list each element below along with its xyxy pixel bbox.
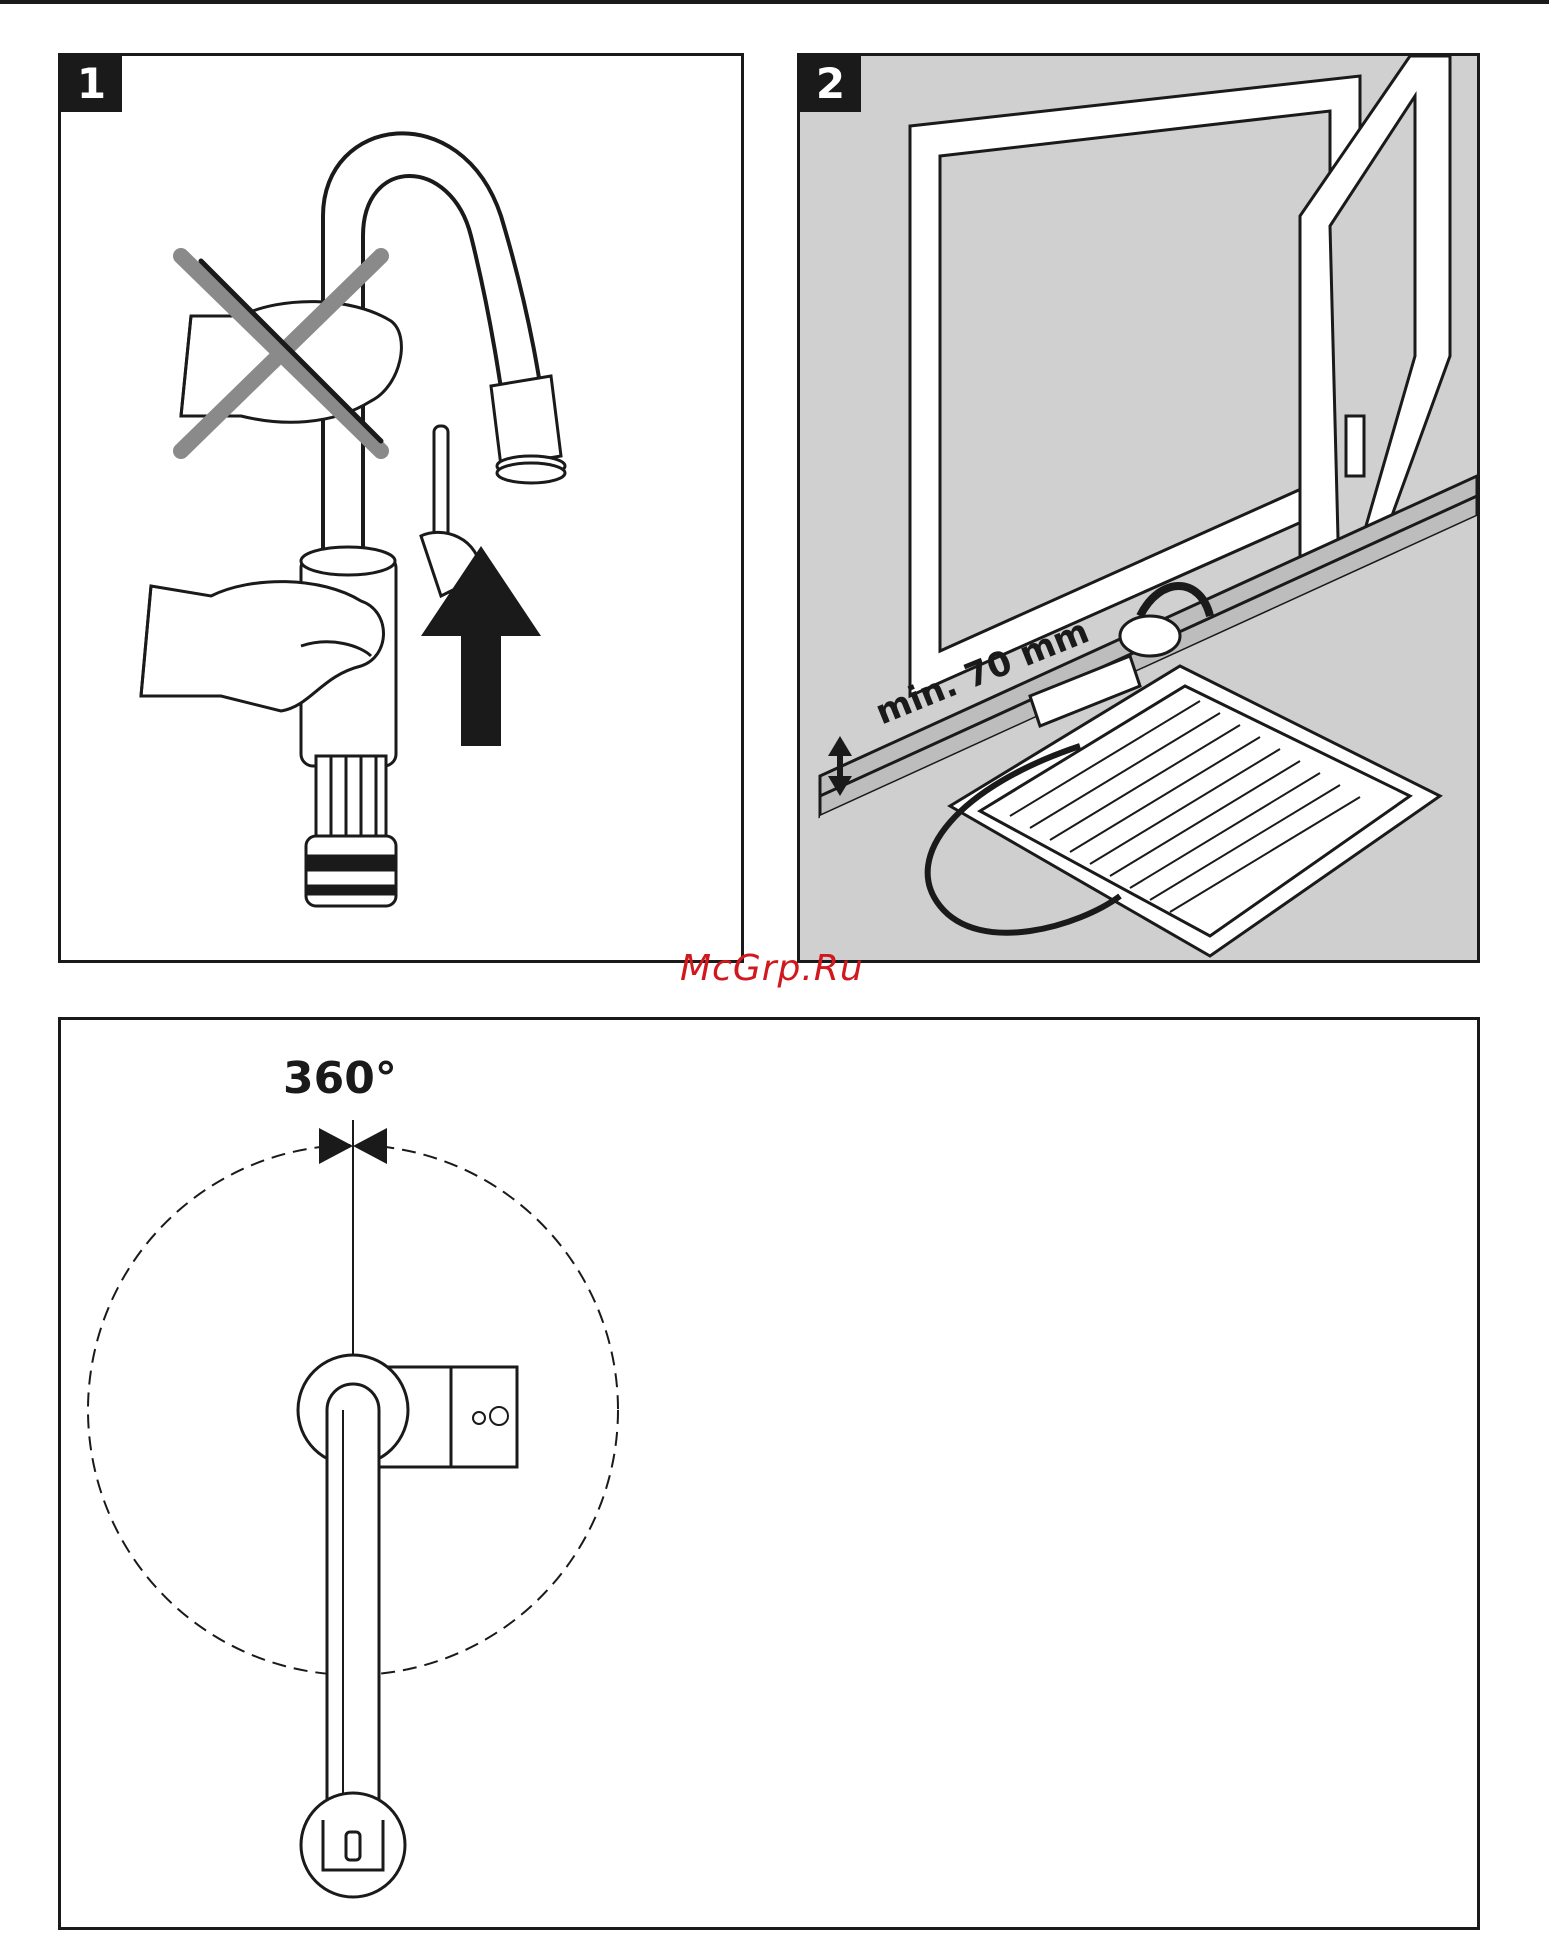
faucet-rotation-top-view (61, 1020, 1477, 1927)
step-number-badge: 2 (800, 56, 861, 112)
spout-top-view (327, 1384, 379, 1820)
watermark: McGrp.Ru (680, 948, 864, 989)
step-number-badge: 1 (61, 56, 122, 112)
step-1-panel: 1 (58, 53, 744, 963)
rotation-panel: 360° (58, 1017, 1480, 1930)
spray-head (491, 376, 561, 466)
top-rule (0, 0, 1549, 4)
window-clearance-illustration (800, 56, 1477, 960)
step-2-panel: 2 (797, 53, 1480, 963)
faucet-lift-illustration (61, 56, 741, 960)
lever-handle (434, 426, 448, 546)
